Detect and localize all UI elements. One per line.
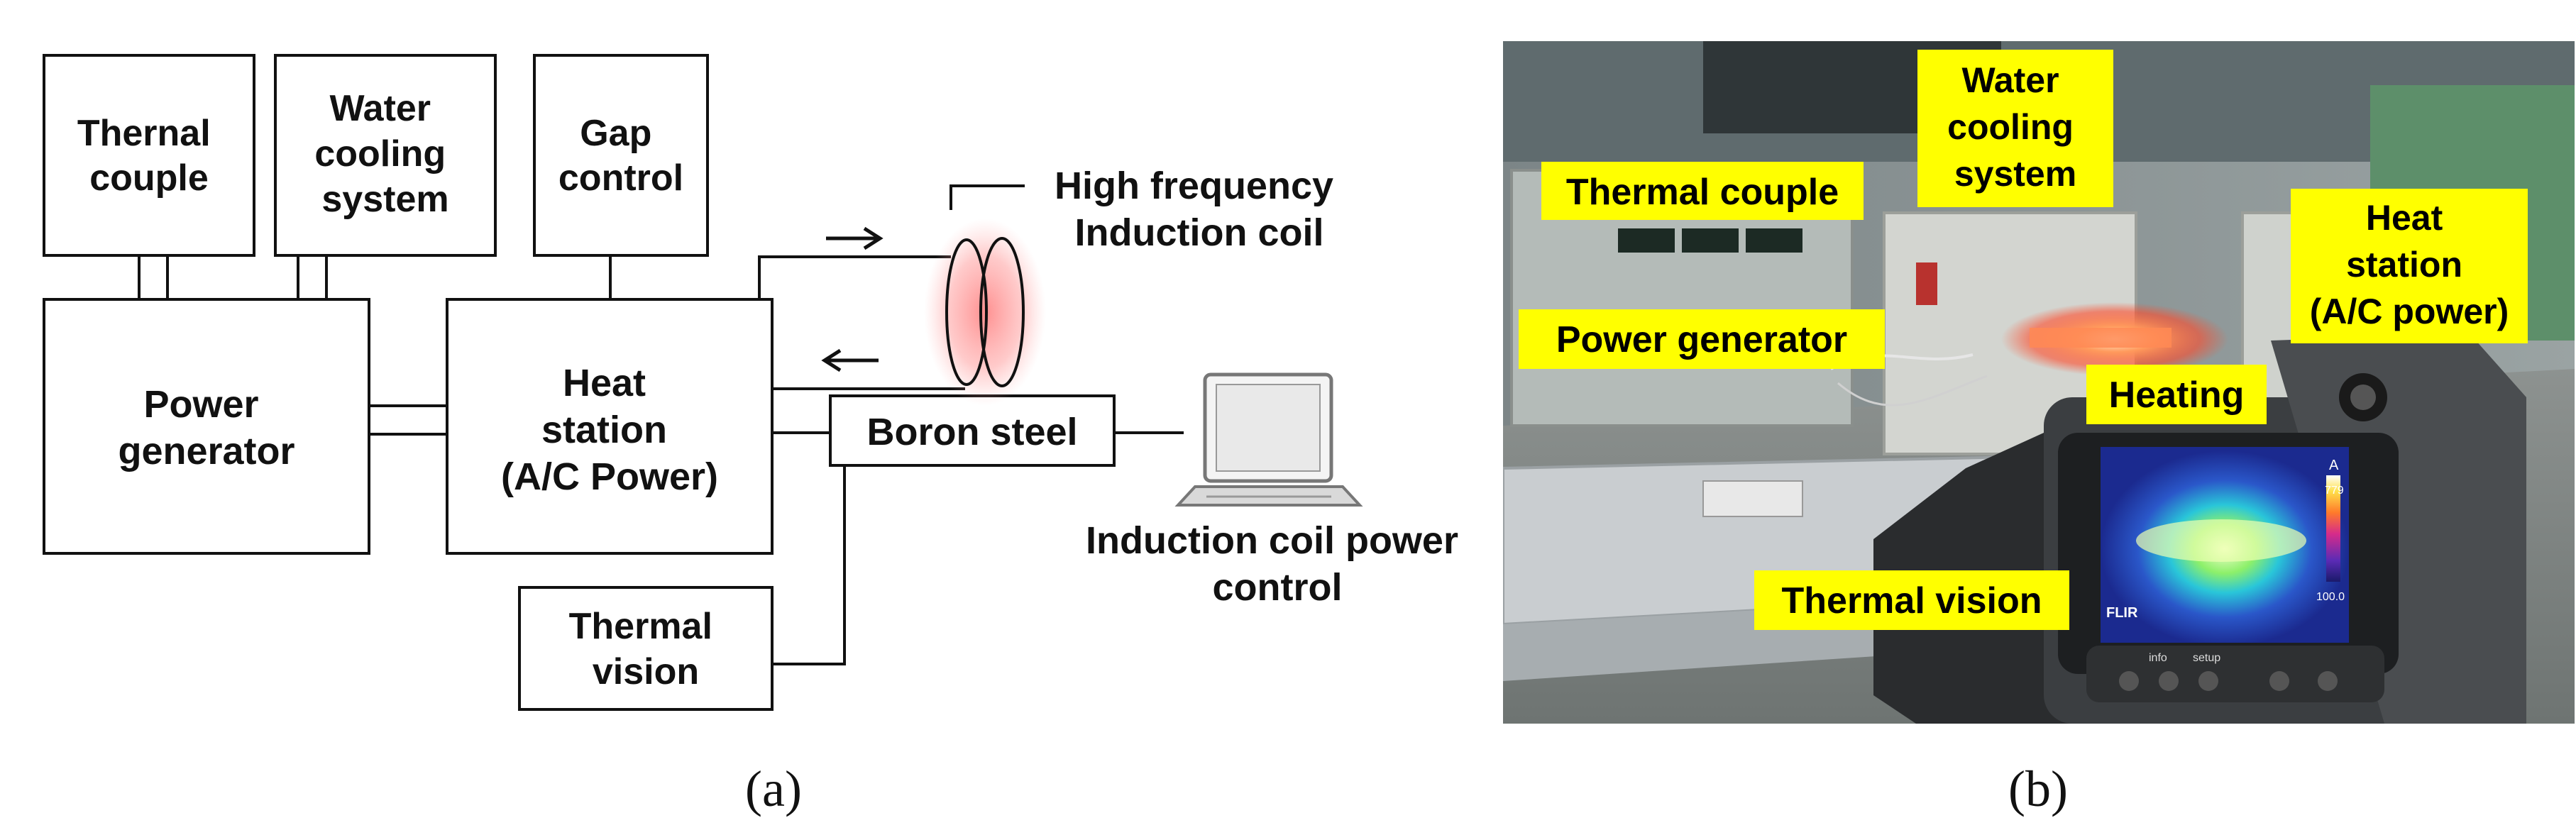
- boron-steel-label: Boron steel: [866, 411, 1077, 453]
- power-generator-label: Power generator: [118, 383, 295, 472]
- svg-text:Water cooling: Water cooling system: [1947, 60, 2084, 194]
- photo-label-power-generator: Power generator: [1519, 309, 1885, 369]
- svg-text:Thermal vision: Thermal vision: [1782, 580, 2042, 621]
- camera-scale-max: 779: [2325, 485, 2344, 497]
- photo-label-heating: Heating: [2086, 365, 2267, 424]
- thermal-camera-icon: A 779 100.0 FLIR info setup: [1873, 333, 2526, 724]
- thermal-vision-box: [518, 586, 774, 711]
- flow-arrow-right-icon: [826, 226, 884, 250]
- gap-control-label: Gap control: [558, 113, 683, 199]
- thermal-couple-box: [43, 54, 255, 257]
- thermal-couple-label: Thernal couple: [77, 113, 221, 199]
- power-generator-box: [43, 298, 370, 555]
- svg-text:Heating: Heating: [2109, 375, 2245, 416]
- laptop-label: Induction coil power control: [1086, 519, 1469, 609]
- photo-label-water-cooling: Water cooling system: [1917, 50, 2113, 207]
- photo-label-heat-station: Heat station (A/C power): [2291, 189, 2528, 343]
- camera-scale-min: 100.0: [2316, 591, 2345, 603]
- flow-arrow-left-icon: [821, 348, 879, 372]
- camera-button-setup: setup: [2193, 652, 2220, 664]
- laptop-icon: [1174, 372, 1363, 507]
- connectors: [138, 184, 1184, 665]
- camera-button-info: info: [2149, 652, 2167, 664]
- photo-label-thermal-couple: Thermal couple: [1541, 162, 1864, 220]
- caption-b: (b): [2008, 761, 2068, 817]
- block-diagram: Thernal couple Water cooling system Gap …: [43, 54, 1469, 817]
- gap-control-box: [533, 54, 709, 257]
- water-cooling-box: [274, 54, 497, 257]
- heat-station-label: Heat station (A/C Power): [501, 362, 718, 498]
- camera-brand: FLIR: [2106, 605, 2138, 621]
- setup-photo: A 779 100.0 FLIR info setup Thermal coup…: [1503, 41, 2575, 817]
- boron-steel-box: [829, 394, 1116, 467]
- thermal-vision-label: Thermal vision: [569, 606, 723, 692]
- induction-coil-icon: [924, 219, 1046, 406]
- svg-text:Power generator: Power generator: [1556, 319, 1847, 360]
- water-cooling-label: Water cooling system: [314, 88, 456, 220]
- photo-label-thermal-vision: Thermal vision: [1754, 570, 2069, 630]
- caption-a: (a): [745, 761, 802, 817]
- camera-unit: A: [2329, 458, 2339, 473]
- svg-text:Thermal couple: Thermal couple: [1566, 172, 1839, 213]
- coil-label: High frequency Induction coil: [1055, 165, 1344, 254]
- svg-text:Heat station: Heat station (A/C power): [2310, 198, 2509, 331]
